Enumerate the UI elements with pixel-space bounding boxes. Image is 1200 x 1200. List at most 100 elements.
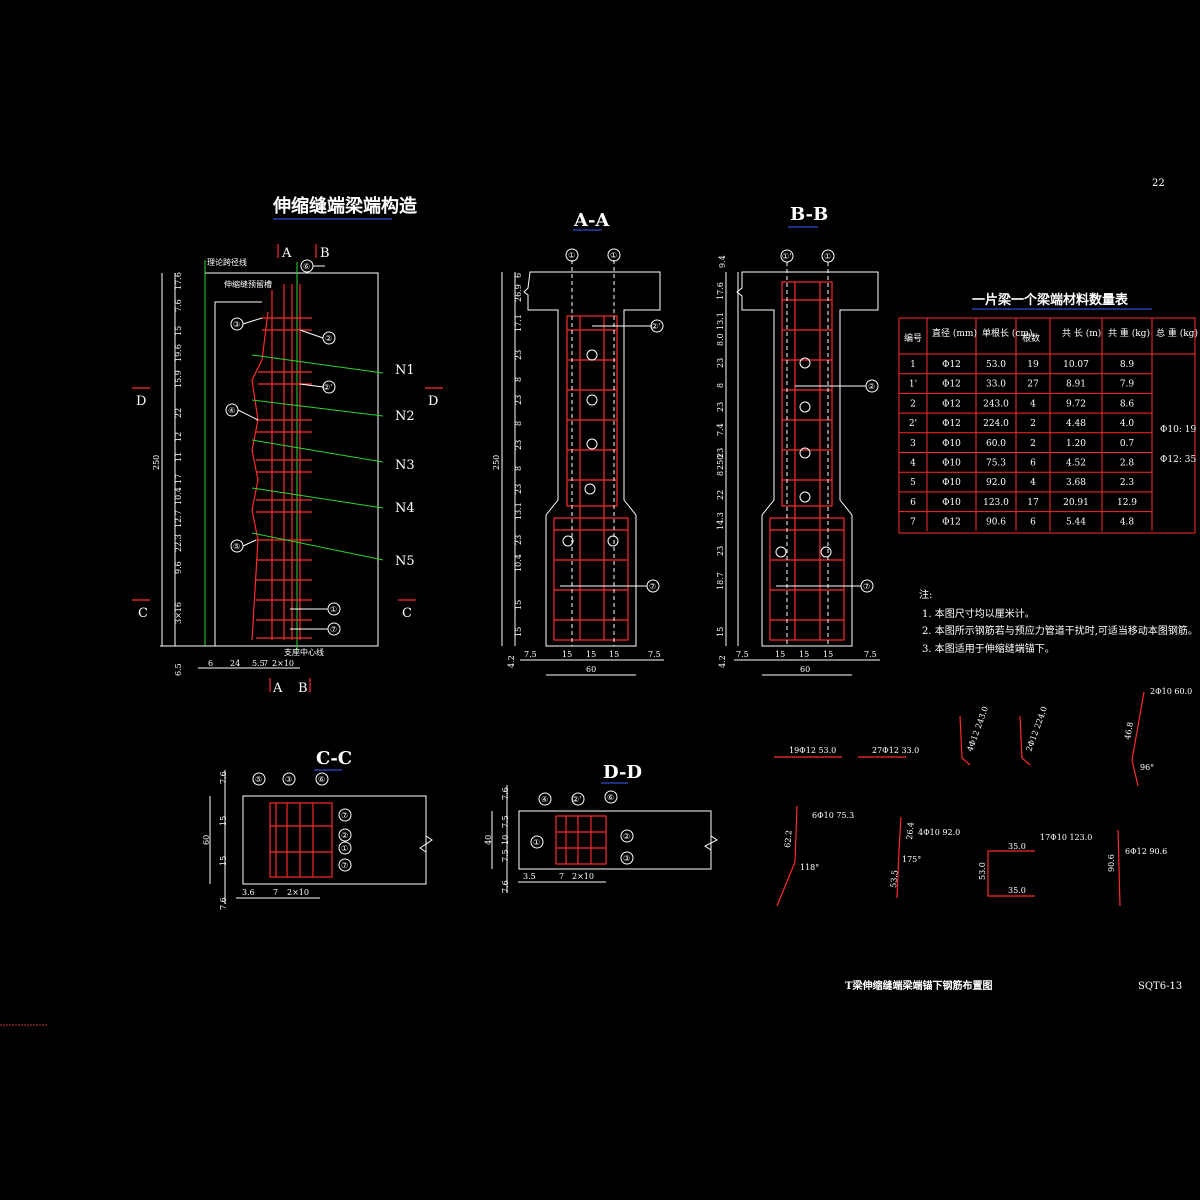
table-cell: 0.7 — [1120, 439, 1135, 449]
svg-text:7.6: 7.6 — [219, 771, 228, 784]
bar-detail-5: 4Φ10 92.0 26.4 53.5 175° — [889, 816, 960, 899]
svg-text:18.7: 18.7 — [716, 572, 725, 590]
section-dd: D-D ④ ②' ⑥ ① ② ③ 40 7.6 7.5 10 7.5 7.6 3… — [484, 762, 718, 893]
svg-text:13.1: 13.1 — [716, 312, 725, 330]
table-header-6: 总 重 (kg) — [1156, 327, 1198, 339]
table-cell: 2 — [1030, 419, 1036, 429]
table-cell: 8.6 — [1120, 399, 1135, 409]
bubble-1: ① — [330, 605, 337, 614]
svg-text:27Φ12 33.0: 27Φ12 33.0 — [872, 746, 919, 755]
aa-bubble-1a: ① — [568, 251, 575, 260]
svg-text:7.6: 7.6 — [219, 897, 228, 910]
svg-text:23: 23 — [716, 546, 725, 556]
notes: 注: 1. 本图尺寸均以厘米计。 2. 本图所示钢筋若与预应力管道干扰时,可适当… — [919, 588, 1198, 655]
svg-text:23: 23 — [514, 350, 523, 360]
elev-dim-total: 250 — [152, 455, 161, 470]
svg-text:15.9: 15.9 — [174, 370, 183, 388]
table-title: 一片梁一个梁端材料数量表 — [972, 292, 1129, 308]
bb-dims-bottom: 7.5 15 15 15 7.5 — [736, 650, 877, 659]
svg-text:22: 22 — [174, 408, 183, 418]
table-cell: 17 — [1027, 498, 1039, 508]
section-mark-a-bottom: A — [272, 681, 283, 696]
table-cell: 8.91 — [1066, 380, 1086, 390]
svg-text:23: 23 — [716, 358, 725, 368]
section-bb: B-B ①' ① ② ⑦ — [716, 204, 880, 676]
table-cell: 2' — [909, 419, 917, 429]
table-cell: 27 — [1027, 380, 1039, 390]
elev-dims-left: 17.6 7.6 15 19.6 15.9 22 12 11 17 10.4 1… — [174, 272, 183, 624]
svg-text:4Φ10 92.0: 4Φ10 92.0 — [918, 828, 960, 837]
table-grid — [899, 318, 1195, 532]
svg-text:7.5: 7.5 — [501, 849, 510, 862]
section-bb-rebar — [769, 281, 845, 641]
svg-text:15: 15 — [775, 650, 785, 659]
svg-text:8: 8 — [514, 466, 523, 471]
aa-dim-bottom-left: 4.2 — [507, 655, 516, 668]
section-aa: A-A ① ① ②' ⑦ — [492, 210, 664, 676]
svg-text:8.0: 8.0 — [716, 333, 725, 346]
note-2: 2. 本图所示钢筋若与预应力管道干扰时,可适当移动本图钢筋。 — [922, 624, 1198, 637]
svg-text:12: 12 — [174, 432, 183, 442]
table-cell: 4.48 — [1066, 419, 1086, 429]
svg-text:17.6: 17.6 — [716, 282, 725, 300]
table-cell: 4 — [1030, 478, 1036, 488]
table-cell: 1.20 — [1066, 439, 1086, 449]
bar-detail-3: 2Φ10 60.0 46.8 96° — [1123, 687, 1192, 787]
table-cell: 60.0 — [986, 439, 1006, 449]
svg-text:①: ① — [341, 844, 348, 853]
svg-text:19.6: 19.6 — [174, 344, 183, 362]
table-cell: 92.0 — [986, 478, 1006, 488]
table-cell: 12.9 — [1117, 498, 1137, 508]
aa-dim-width: 60 — [586, 665, 596, 674]
table-cell: 75.3 — [986, 459, 1006, 469]
svg-text:15: 15 — [174, 326, 183, 336]
cc-bubbles: ⑤ ③ ⑥ ⑦ ② ① ⑦ — [252, 772, 352, 872]
svg-text:17.6: 17.6 — [174, 272, 183, 290]
tendon-label-n3: N3 — [395, 458, 415, 473]
tendon-label-n2: N2 — [395, 409, 415, 424]
table-cell: Φ10 — [942, 439, 961, 449]
svg-text:15: 15 — [514, 627, 523, 637]
section-aa-rebar — [553, 315, 629, 641]
bar-detail-2p: 2Φ12 224.0 — [1019, 705, 1049, 766]
table-cell: 9.72 — [1066, 399, 1086, 409]
svg-text:11: 11 — [174, 452, 183, 462]
section-dd-rebar — [555, 815, 607, 865]
svg-text:③: ③ — [623, 854, 630, 863]
svg-text:23: 23 — [514, 395, 523, 405]
table-header-0: 编号 — [904, 332, 922, 344]
svg-text:15: 15 — [514, 600, 523, 610]
material-table: 一片梁一个梁端材料数量表 编号 直径 (mm) 单根长 (cm) 根数 共 长 … — [898, 292, 1198, 534]
svg-text:15: 15 — [609, 650, 619, 659]
svg-text:10.4: 10.4 — [174, 487, 183, 505]
svg-text:15: 15 — [219, 816, 228, 826]
svg-text:96°: 96° — [1140, 763, 1154, 772]
svg-text:2×10: 2×10 — [287, 888, 309, 897]
bb-bubble-1: ① — [824, 252, 831, 261]
table-cell: 7 — [910, 518, 916, 528]
svg-text:23: 23 — [716, 402, 725, 412]
elev-dims-bottom: 6 24 5.5 7 2×10 — [208, 659, 294, 668]
tendon-n5 — [251, 532, 384, 561]
dd-bubbles: ④ ②' ⑥ ① ② ③ — [530, 790, 634, 865]
svg-text:10.4: 10.4 — [514, 554, 523, 572]
svg-text:9.4: 9.4 — [718, 255, 727, 268]
drawing-title: T梁伸缩缝端梁端锚下钢筋布置图 — [845, 979, 992, 992]
drawing-code: SQT6-13 — [1138, 981, 1182, 992]
table-cell: 8.9 — [1120, 360, 1135, 370]
table-cell: 4 — [910, 459, 916, 469]
svg-text:⑦: ⑦ — [341, 811, 348, 820]
svg-text:46.8: 46.8 — [1123, 721, 1135, 740]
tendon-label-n5: N5 — [395, 554, 415, 569]
svg-text:23: 23 — [514, 440, 523, 450]
table-cell: 90.6 — [986, 518, 1006, 528]
svg-text:⑥: ⑥ — [607, 793, 614, 802]
label-bearing-center: 支座中心线 — [284, 647, 324, 657]
table-cell: Φ12 — [942, 360, 961, 370]
table-cell: Φ12 — [942, 380, 961, 390]
bubble-6: ⑥ — [303, 262, 310, 271]
svg-text:7: 7 — [263, 659, 268, 668]
svg-text:7.5: 7.5 — [501, 815, 510, 828]
svg-text:175°: 175° — [902, 855, 921, 864]
svg-text:15: 15 — [219, 856, 228, 866]
